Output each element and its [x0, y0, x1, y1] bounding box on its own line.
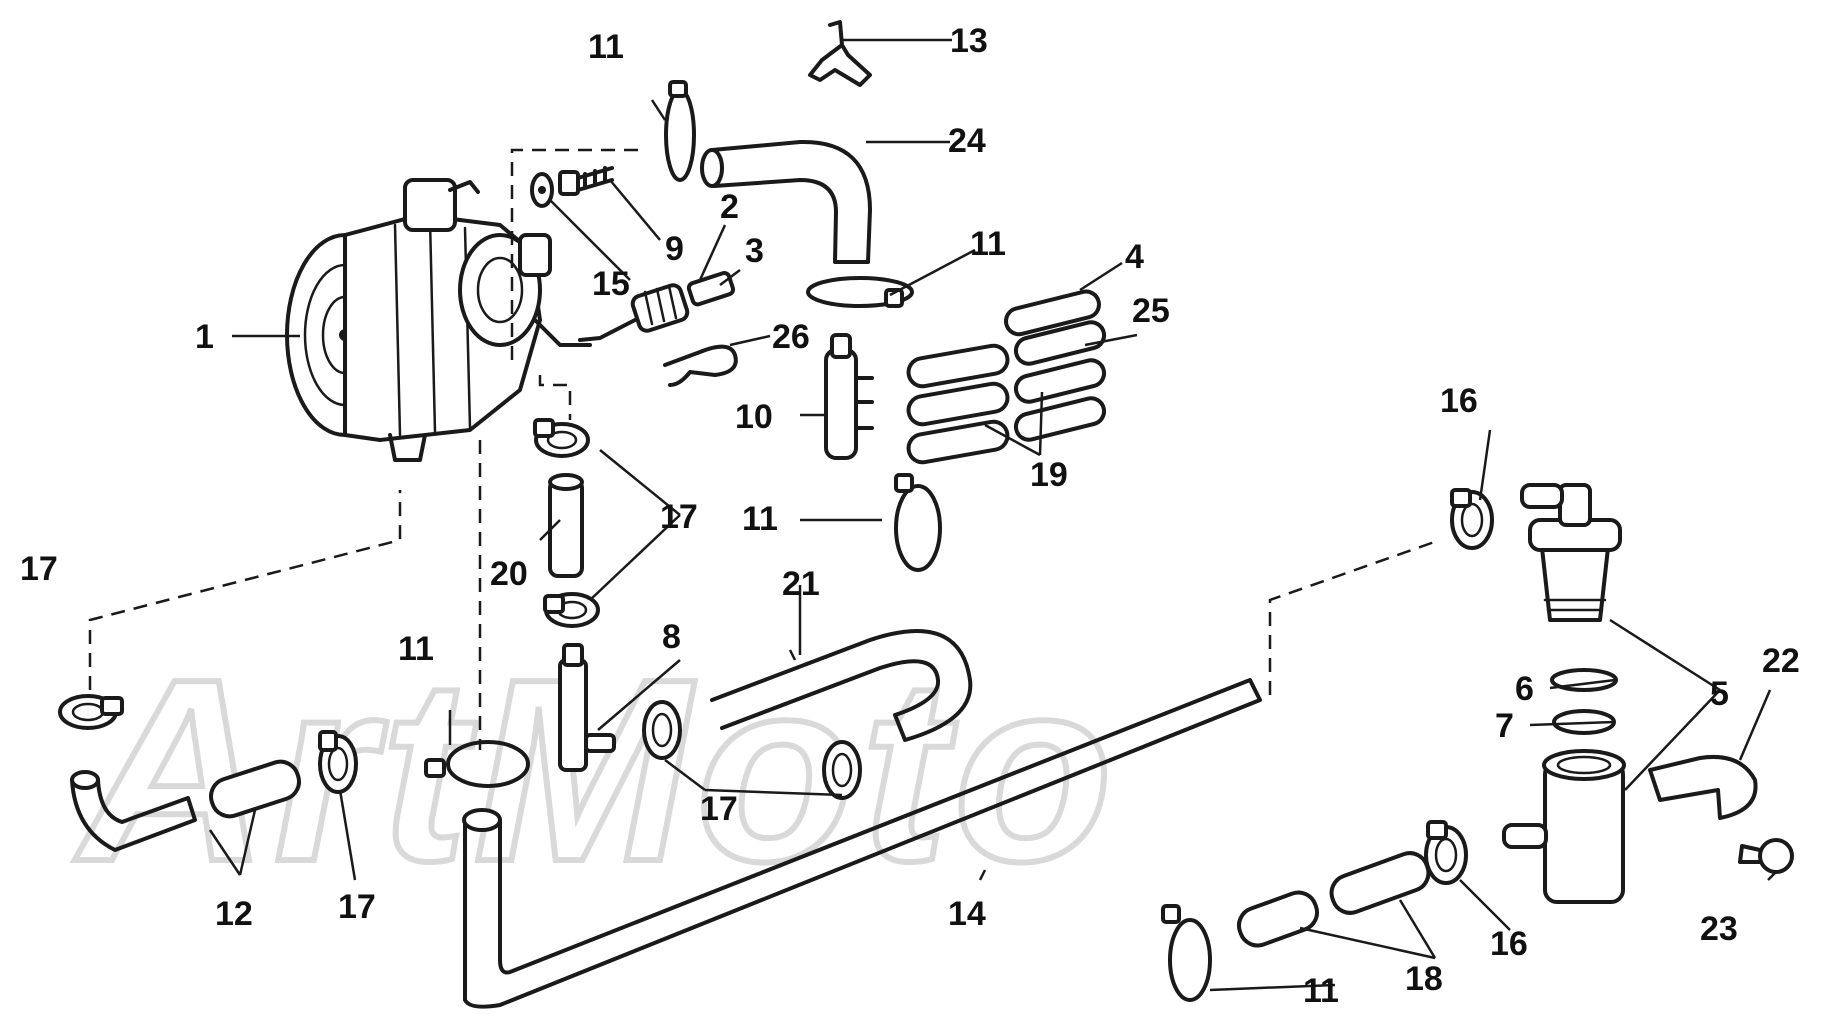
callout-21: 21 [782, 565, 820, 603]
callout-labels: 1 2 3 4 5 6 7 8 9 10 11 11 11 11 11 12 1… [20, 22, 1800, 1010]
callout-17-bottom-left: 17 [338, 888, 376, 926]
clamp-17-left [58, 694, 124, 730]
clamp-17-upper [533, 418, 590, 458]
callout-25: 25 [1132, 292, 1170, 330]
clamp-11-top [664, 80, 696, 182]
assembly-dashed-lines [88, 148, 1441, 750]
sensor-wire [578, 318, 637, 342]
clamp-16-lower [1424, 820, 1468, 885]
washer-part-15 [530, 172, 554, 208]
valve-part-10 [824, 333, 874, 460]
callout-23: 23 [1700, 910, 1738, 948]
bracket-part-22 [1648, 755, 1758, 820]
clamp-17-center-a [642, 700, 682, 760]
screw-part-9 [558, 166, 614, 196]
clamp-17-center-b [822, 740, 862, 800]
clamp-11-lower-left [424, 740, 530, 788]
callout-5: 5 [1710, 675, 1729, 713]
callout-17-center: 17 [700, 790, 738, 828]
callout-11-top: 11 [588, 28, 624, 66]
callout-11-upper-right: 11 [970, 225, 1006, 263]
fuel-pump-assembly [285, 178, 592, 462]
fitting-part-3 [686, 271, 736, 307]
callout-1: 1 [195, 318, 214, 356]
callout-20: 20 [490, 555, 528, 593]
callout-17-left: 17 [20, 550, 58, 588]
callout-11-lower-left: 11 [398, 630, 434, 668]
callout-15: 15 [592, 265, 630, 303]
clamp-17-bottom-left [318, 730, 358, 794]
elbow-hose-part-24 [710, 139, 872, 264]
callout-4: 4 [1125, 238, 1144, 276]
callout-2: 2 [720, 188, 739, 226]
fitting-part-8 [558, 643, 616, 772]
callout-24: 24 [948, 122, 986, 160]
callout-7: 7 [1495, 707, 1514, 745]
hose-part-4 [1004, 289, 1101, 337]
clamp-11-bottom [1161, 904, 1212, 1002]
hose-end-14 [462, 808, 502, 832]
clamp-16-upper [1450, 488, 1494, 550]
leader-lines [208, 38, 1777, 992]
u-hose-part-21 [710, 629, 973, 742]
clamp-11-middle [894, 473, 942, 572]
clamp-17-lower [543, 592, 600, 628]
callout-9: 9 [665, 230, 684, 268]
callout-11-bottom: 11 [1303, 972, 1339, 1010]
callout-18: 18 [1405, 960, 1443, 998]
watermark-logo: ArtMoto [72, 626, 1118, 916]
sensor-part-2 [630, 283, 690, 333]
long-hose-part-14 [463, 678, 1262, 1009]
callout-13: 13 [950, 22, 988, 60]
callout-12: 12 [215, 895, 253, 933]
callout-3: 3 [745, 232, 764, 270]
clip-part-13 [808, 20, 872, 87]
callout-17-upper: 17 [660, 498, 698, 536]
hose-part-20 [548, 473, 584, 578]
callout-16-upper: 16 [1440, 382, 1478, 420]
hoses-part-18 [1236, 851, 1431, 948]
fuel-filter-assembly-part-5 [1502, 483, 1626, 904]
callout-22: 22 [1762, 642, 1800, 680]
callout-8: 8 [662, 618, 681, 656]
clip-part-26 [663, 344, 738, 387]
callout-19: 19 [1030, 456, 1068, 494]
callout-16-lower: 16 [1490, 925, 1528, 963]
hose-end-24 [700, 148, 724, 188]
hose-part-12 [70, 759, 301, 852]
callout-11-middle: 11 [742, 500, 778, 538]
short-hoses-part-25 [1013, 320, 1107, 442]
callout-26: 26 [772, 318, 810, 356]
o-ring-part-6 [1550, 668, 1618, 692]
callout-6: 6 [1515, 670, 1534, 708]
short-hoses-part-19 [906, 343, 1010, 465]
bolt-part-23 [1738, 838, 1794, 874]
callout-14: 14 [948, 895, 986, 933]
callout-10: 10 [735, 398, 773, 436]
